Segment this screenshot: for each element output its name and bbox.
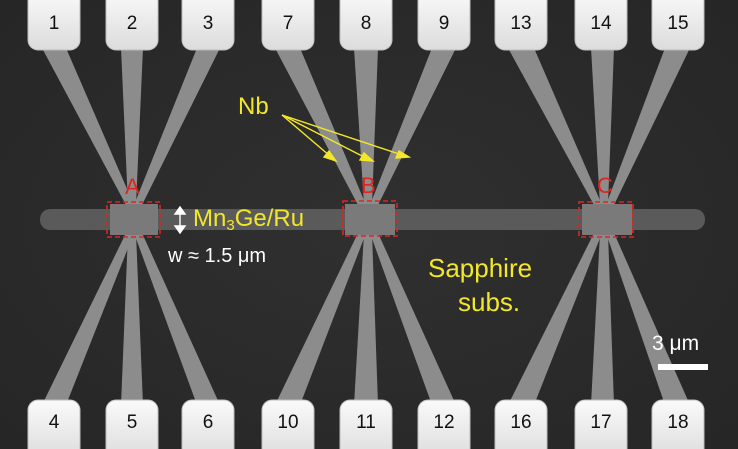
pad-label-8: 8 [360,13,372,34]
pad-label-11: 11 [356,412,376,433]
width-label: w ≈ 1.5 μm [168,245,267,267]
pad-label-4: 4 [48,412,60,433]
region-label-a: A [125,174,140,199]
pad-label-6: 6 [202,412,214,433]
region-box-a [106,201,161,238]
scale-bar-label: 3 μm [652,332,700,355]
substrate-label-line2: subs. [458,287,521,317]
electrodes-c [508,48,690,405]
pad-label-15: 15 [667,13,689,34]
scale-bar [658,364,708,370]
pad-label-1: 1 [48,13,60,34]
pad-label-9: 9 [438,13,450,34]
pad-label-13: 13 [510,13,532,34]
film-label-subscript: 3 [226,217,235,234]
region-box-b [342,200,398,237]
pad-label-3: 3 [202,13,214,34]
electrodes-a [42,48,220,405]
region-label-c: C [597,173,613,198]
film-label: Mn3Ge/Ru [193,205,305,234]
pad-label-17: 17 [590,412,612,433]
region-boxes [106,200,634,238]
electrodes-b [275,48,456,405]
pad-label-5: 5 [126,412,138,433]
film-label-prefix: Mn [193,205,227,232]
pad-label-10: 10 [277,412,299,433]
pad-label-14: 14 [590,13,612,34]
film-label-suffix: Ge/Ru [234,205,305,232]
bottom-pads [27,399,705,449]
pad-label-12: 12 [433,412,455,433]
pad-label-7: 7 [282,13,294,34]
nb-arrows [281,114,412,163]
substrate-label-line1: Sapphire [428,253,533,283]
width-arrow-icon [173,205,187,235]
region-box-c [578,201,634,238]
pad-label-18: 18 [667,412,689,433]
pad-label-2: 2 [126,13,138,34]
top-pads [27,0,705,51]
region-label-b: B [361,173,376,198]
pad-label-16: 16 [510,412,532,433]
electrode-label: Nb [238,93,269,120]
